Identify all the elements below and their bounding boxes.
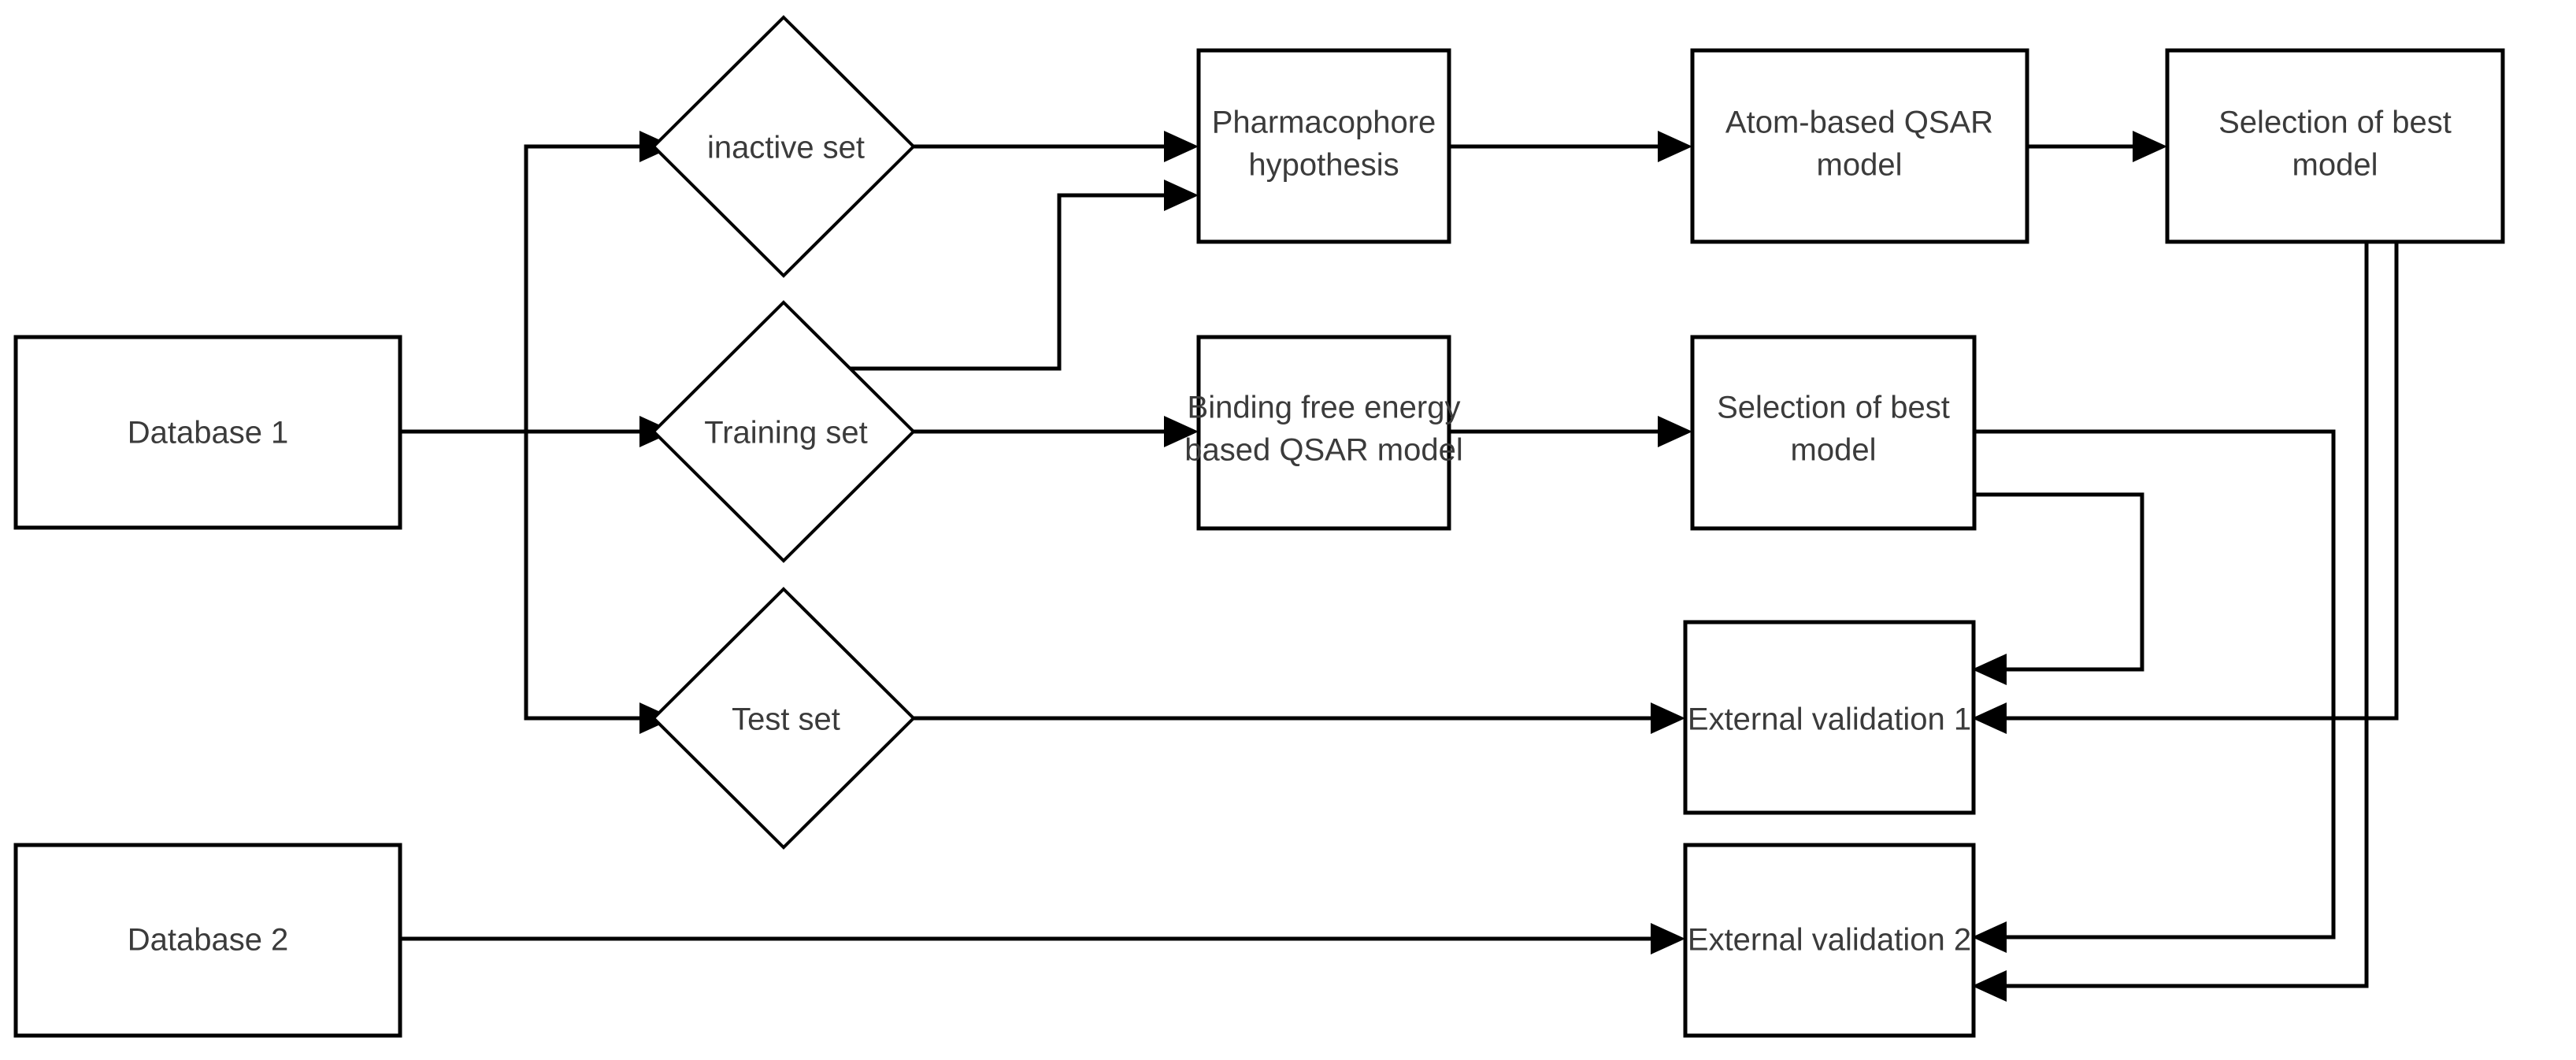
node-selection-best-model-top[interactable]: Selection of best model: [2165, 48, 2505, 244]
pharmacophore-label-line2: hypothesis: [1248, 148, 1399, 183]
node-selection-best-model-mid[interactable]: Selection of best model: [1690, 335, 1977, 531]
training-set-label: Training set: [704, 416, 868, 450]
edge-best-model-top-to-ext-val-1: [2004, 241, 2399, 721]
node-atom-based-qsar-model[interactable]: Atom-based QSAR model: [1690, 48, 2029, 244]
node-external-validation-1[interactable]: External validation 1: [1683, 620, 1976, 815]
atom-qsar-label-line1: Atom-based QSAR: [1725, 106, 1993, 140]
edge-best-model-mid-to-ext-val-2: [1972, 429, 2336, 940]
arrowhead-pharmacophore-in-bottom: [1164, 180, 1199, 211]
binding-qsar-label-line2: based QSAR model: [1184, 433, 1463, 468]
arrowhead-best-model-mid-in: [1658, 416, 1692, 447]
ext-val-2-box[interactable]: [1683, 843, 1976, 1038]
edge-training-to-pharmacophore: [847, 193, 1166, 371]
training-set-diamond[interactable]: [651, 300, 916, 563]
edge-best-model-mid-to-ext-val-1: [1972, 492, 2144, 672]
edge-best-model-top-to-ext-val-2: [2004, 241, 2369, 988]
arrowhead-atom-qsar-in: [1658, 131, 1692, 162]
node-test-set[interactable]: Test set: [651, 587, 916, 850]
best-model-top-label-line2: model: [2292, 148, 2378, 183]
arrowhead-ext-val-1-in-bottom: [1972, 702, 2007, 734]
node-database1[interactable]: Database 1: [13, 335, 402, 530]
arrowhead-ext-val-2-in-bottom: [1972, 970, 2007, 1002]
node-binding-free-energy-qsar-model[interactable]: Binding free energy based QSAR model: [1184, 335, 1463, 531]
binding-qsar-box[interactable]: [1196, 335, 1451, 531]
best-model-mid-label-line2: model: [1791, 433, 1877, 468]
pharmacophore-label-line1: Pharmacophore: [1212, 106, 1436, 140]
database2-label: Database 2: [128, 923, 289, 958]
ext-val-1-label: External validation 1: [1688, 702, 1971, 737]
node-training-set[interactable]: Training set: [651, 300, 916, 563]
best-model-mid-box[interactable]: [1690, 335, 1977, 531]
atom-qsar-label-line2: model: [1817, 148, 1903, 183]
node-pharmacophore-hypothesis[interactable]: Pharmacophore hypothesis: [1196, 48, 1451, 244]
atom-qsar-box[interactable]: [1690, 48, 2029, 244]
best-model-top-box[interactable]: [2165, 48, 2505, 244]
inactive-set-diamond[interactable]: [651, 15, 916, 278]
binding-qsar-label-line1: Binding free energy: [1188, 391, 1461, 425]
arrowhead-binding-qsar-in: [1164, 416, 1199, 447]
database1-label: Database 1: [128, 416, 289, 450]
arrowhead-ext-val-1-in-top: [1972, 654, 2007, 685]
pharmacophore-box[interactable]: [1196, 48, 1451, 244]
test-set-diamond[interactable]: [651, 587, 916, 850]
arrowhead-pharmacophore-in-top: [1164, 131, 1199, 162]
database1-box[interactable]: [13, 335, 402, 530]
node-inactive-set[interactable]: inactive set: [651, 15, 916, 278]
inactive-set-label: inactive set: [707, 131, 865, 165]
node-external-validation-2[interactable]: External validation 2: [1683, 843, 1976, 1038]
best-model-top-label-line1: Selection of best: [2218, 106, 2452, 140]
ext-val-2-label: External validation 2: [1688, 923, 1971, 958]
ext-val-1-box[interactable]: [1683, 620, 1976, 815]
arrowhead-ext-val-2-in-left: [1651, 923, 1685, 954]
node-database2[interactable]: Database 2: [13, 843, 402, 1038]
best-model-mid-label-line1: Selection of best: [1717, 391, 1950, 425]
database2-box[interactable]: [13, 843, 402, 1038]
arrowhead-best-model-top-in: [2133, 131, 2167, 162]
test-set-label: Test set: [732, 702, 840, 737]
arrowhead-ext-val-2-in-top: [1972, 921, 2007, 953]
arrowhead-ext-val-1-in-left: [1651, 702, 1685, 734]
